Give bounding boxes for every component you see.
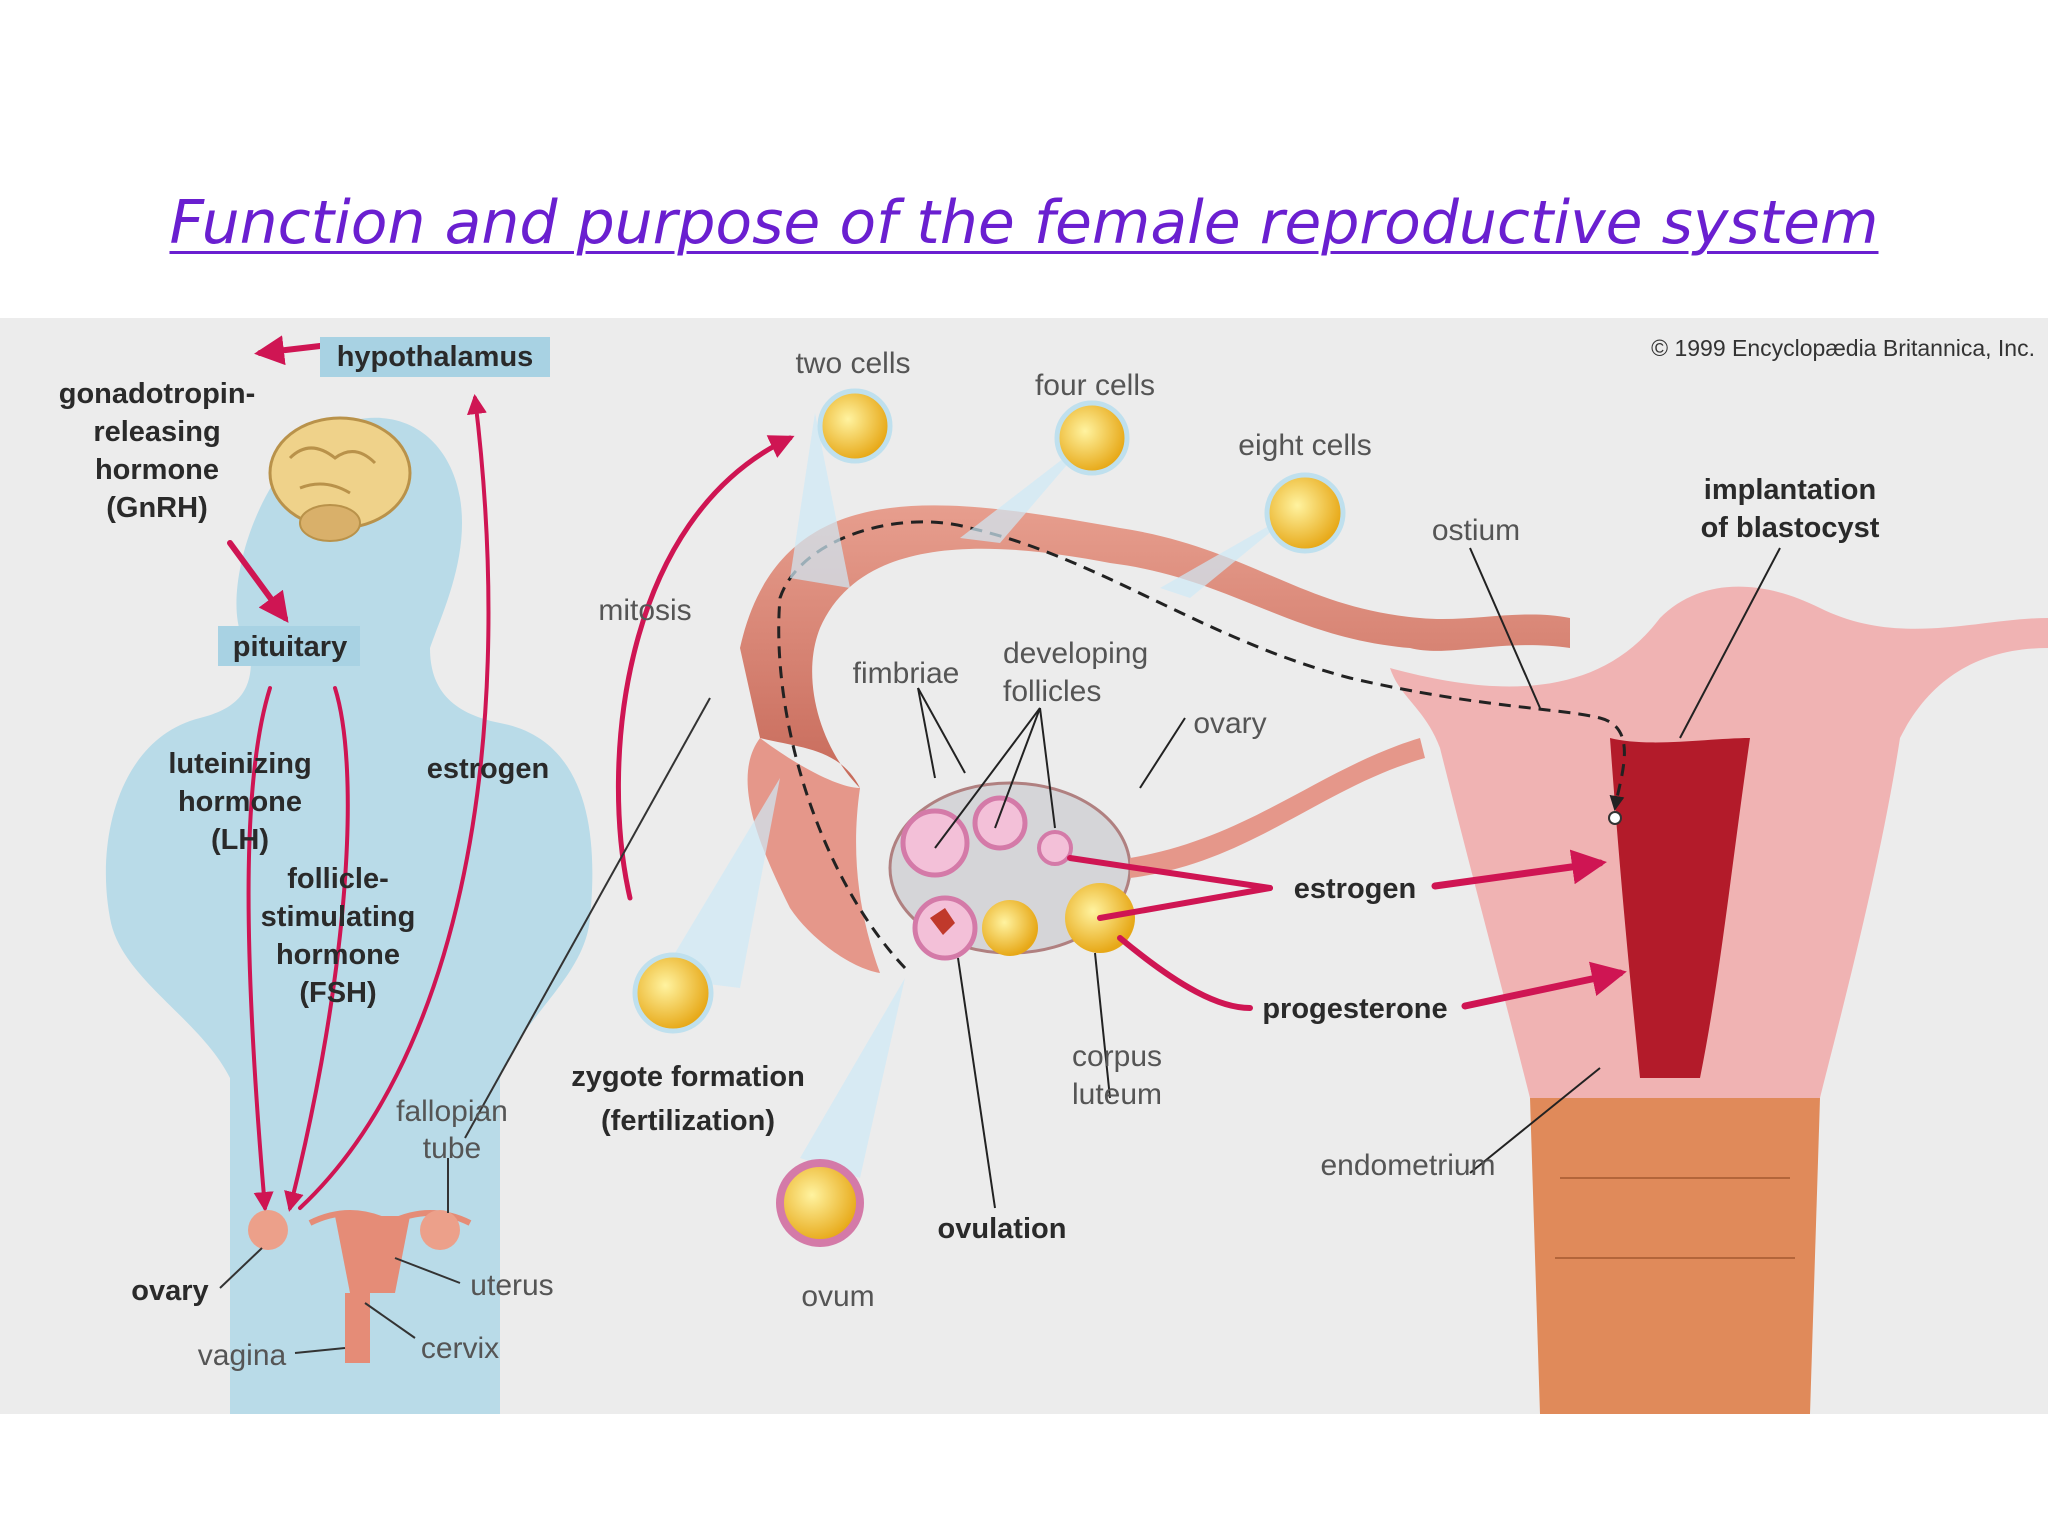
label-fsh-1: follicle- <box>287 863 389 895</box>
reproductive-diagram: hypothalamus gonadotropin- releasing hor… <box>59 335 2048 1414</box>
zygote-icon <box>632 952 714 1034</box>
label-gnrh-3: hormone <box>95 454 219 486</box>
label-lh-1: luteinizing <box>168 748 311 780</box>
egg-path <box>777 520 1626 970</box>
hormone-arrows-right <box>1067 849 1627 1011</box>
label-pituitary: pituitary <box>233 631 347 663</box>
label-vagina: vagina <box>198 1339 287 1372</box>
label-corpus-luteum-2: luteum <box>1072 1078 1162 1111</box>
label-endometrium: endometrium <box>1320 1149 1495 1182</box>
label-uterus: uterus <box>470 1269 553 1302</box>
body-silhouette <box>105 417 593 1414</box>
label-implantation-1: implantation <box>1704 474 1876 506</box>
pointer-lines-left <box>219 697 711 1354</box>
label-estrogen-left: estrogen <box>427 753 549 785</box>
label-cervix: cervix <box>421 1332 499 1365</box>
label-fsh-4: (FSH) <box>299 977 376 1009</box>
label-zygote-1: zygote formation <box>571 1061 805 1093</box>
label-fsh-3: hormone <box>276 939 400 971</box>
label-fsh-2: stimulating <box>261 901 416 933</box>
pointer-lines-right <box>917 547 1781 1209</box>
label-eight-cells: eight cells <box>1238 429 1371 462</box>
pituitary-box <box>218 626 360 666</box>
label-ostium: ostium <box>1432 514 1520 547</box>
ovum-icon <box>776 1159 864 1247</box>
label-two-cells: two cells <box>795 347 910 380</box>
label-ovulation: ovulation <box>938 1213 1067 1245</box>
brain-illustration <box>268 416 412 542</box>
four-cells-icon <box>1054 400 1130 476</box>
diagram-panel: hypothalamus gonadotropin- releasing hor… <box>0 318 2048 1414</box>
label-ovum: ovum <box>801 1280 874 1313</box>
label-estrogen-right: estrogen <box>1294 873 1416 905</box>
hormone-arrows-left <box>227 335 795 1212</box>
label-fallopian-tube-1: fallopian <box>396 1095 508 1128</box>
label-lh-2: hormone <box>178 786 302 818</box>
two-cells-icon <box>817 388 893 464</box>
label-zygote-2: (fertilization) <box>601 1105 775 1137</box>
ovary <box>888 738 1425 961</box>
uterus <box>1390 586 2048 1414</box>
label-gnrh-1: gonadotropin- <box>59 378 256 410</box>
label-mitosis: mitosis <box>598 594 691 627</box>
page-title[interactable]: Function and purpose of the female repro… <box>169 188 1879 258</box>
label-gnrh-4: (GnRH) <box>106 492 207 524</box>
label-ovary-right: ovary <box>1193 707 1266 740</box>
label-lh-3: (LH) <box>211 824 269 856</box>
label-developing-follicles-1: developing <box>1003 637 1148 670</box>
hypothalamus-box <box>320 337 550 377</box>
label-fallopian-tube-2: tube <box>423 1132 481 1165</box>
label-corpus-luteum-1: corpus <box>1072 1040 1162 1073</box>
label-gnrh-2: releasing <box>93 416 220 448</box>
copyright-notice: © 1999 Encyclopædia Britannica, Inc. <box>1651 335 2035 361</box>
cell-stages <box>632 388 1346 1247</box>
label-progesterone: progesterone <box>1262 993 1447 1025</box>
label-hypothalamus: hypothalamus <box>337 341 534 373</box>
label-implantation-2: of blastocyst <box>1701 512 1880 544</box>
eight-cells-icon <box>1264 472 1346 554</box>
label-four-cells: four cells <box>1035 369 1155 402</box>
blastocyst <box>1608 811 1622 825</box>
label-ovary-left: ovary <box>131 1275 208 1307</box>
label-developing-follicles-2: follicles <box>1003 675 1101 708</box>
label-fimbriae: fimbriae <box>853 657 960 690</box>
